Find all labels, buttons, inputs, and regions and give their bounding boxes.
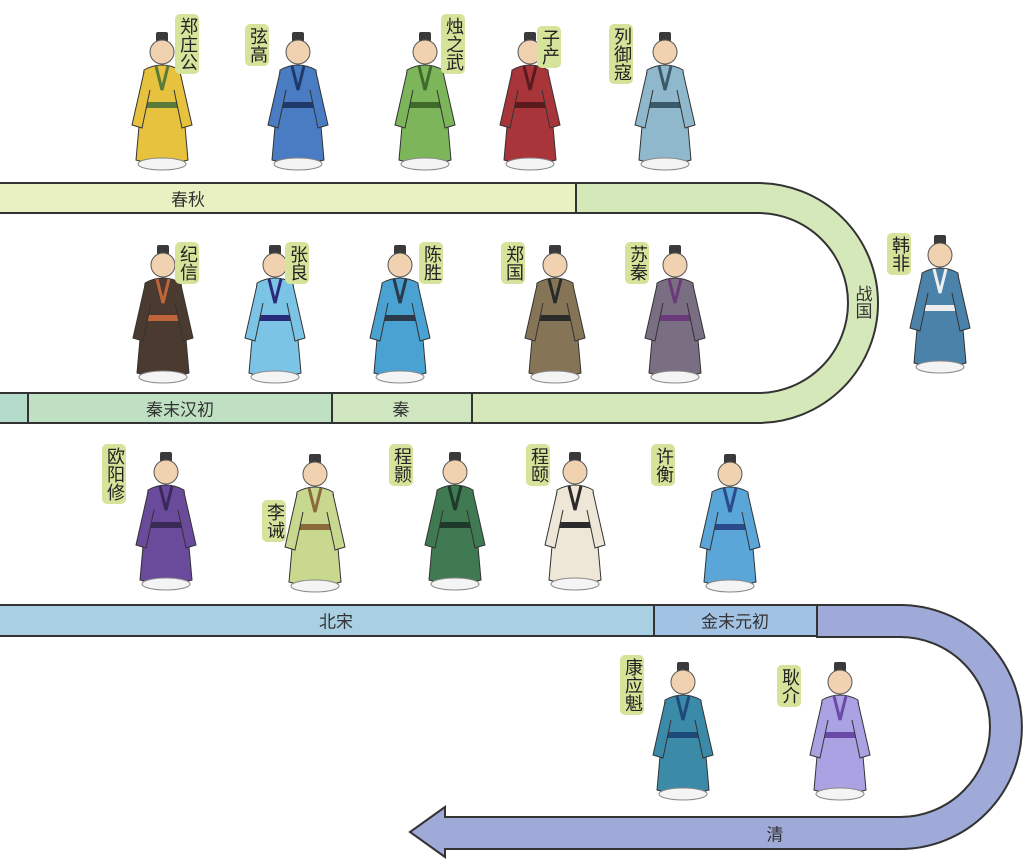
figure-name-tag: 列御寇 (609, 24, 633, 84)
person-illustration-icon (267, 32, 329, 171)
period-label-zhanguo: 战国 (851, 285, 872, 319)
figure-name-tag: 弦高 (245, 24, 269, 66)
band-chunqiu (0, 182, 577, 214)
figure-11 (126, 450, 206, 599)
person-illustration-icon (284, 454, 346, 593)
figure-name-tag: 许衡 (651, 444, 675, 486)
band-zhanguo (471, 182, 879, 424)
period-label-beisong: 北宋 (319, 612, 353, 633)
figure-14 (535, 450, 615, 599)
period-label-chunqiu: 春秋 (171, 190, 205, 211)
person-illustration-icon (244, 245, 306, 384)
figure-name-tag: 烛之武 (441, 14, 465, 74)
figure-name-tag: 程颐 (526, 444, 550, 486)
figure-7 (360, 243, 440, 392)
period-label-jinmo-yuanchu: 金末元初 (701, 612, 769, 633)
figure-name-tag: 苏秦 (625, 242, 649, 284)
figure-15 (690, 452, 770, 601)
person-illustration-icon (652, 662, 714, 801)
figure-9 (635, 243, 715, 392)
period-label-qinmo-hanchu: 秦末汉初 (146, 400, 214, 421)
figure-name-tag: 郑国 (501, 242, 525, 284)
period-label-qin: 秦 (392, 400, 410, 421)
person-illustration-icon (132, 245, 194, 384)
figure-name-tag: 韩非 (887, 233, 911, 275)
figure-16 (643, 660, 723, 809)
person-illustration-icon (524, 245, 586, 384)
figure-12 (275, 452, 355, 601)
band-qing (408, 604, 1023, 859)
person-illustration-icon (634, 32, 696, 171)
figure-8 (515, 243, 595, 392)
figure-name-tag: 郑庄公 (175, 14, 199, 74)
person-illustration-icon (131, 32, 193, 171)
figure-name-tag: 陈胜 (419, 242, 443, 284)
band-han-stub (0, 392, 29, 424)
person-illustration-icon (909, 235, 971, 374)
person-illustration-icon (424, 452, 486, 591)
person-illustration-icon (499, 32, 561, 171)
person-illustration-icon (369, 245, 431, 384)
figure-3 (490, 30, 570, 179)
figure-17 (800, 660, 880, 809)
person-illustration-icon (699, 454, 761, 593)
figure-name-tag: 张良 (285, 242, 309, 284)
figure-name-tag: 程颢 (389, 444, 413, 486)
figure-name-tag: 纪信 (175, 242, 199, 284)
person-illustration-icon (135, 452, 197, 591)
figure-6 (235, 243, 315, 392)
figure-name-tag: 李诫 (262, 500, 286, 542)
person-illustration-icon (809, 662, 871, 801)
person-illustration-icon (394, 32, 456, 171)
person-illustration-icon (544, 452, 606, 591)
figure-name-tag: 欧阳修 (102, 444, 126, 504)
figure-name-tag: 耿介 (777, 665, 801, 707)
figure-2 (385, 30, 465, 179)
person-illustration-icon (644, 245, 706, 384)
figure-4 (625, 30, 705, 179)
figure-1 (258, 30, 338, 179)
figure-name-tag: 康应魁 (620, 655, 644, 715)
period-label-qing: 清 (766, 825, 784, 846)
figure-13 (415, 450, 495, 599)
figure-5 (123, 243, 203, 392)
figure-10 (900, 233, 980, 382)
figure-0 (122, 30, 202, 179)
figure-name-tag: 子产 (537, 26, 561, 68)
band-jinmo-yuanchu (653, 604, 818, 637)
